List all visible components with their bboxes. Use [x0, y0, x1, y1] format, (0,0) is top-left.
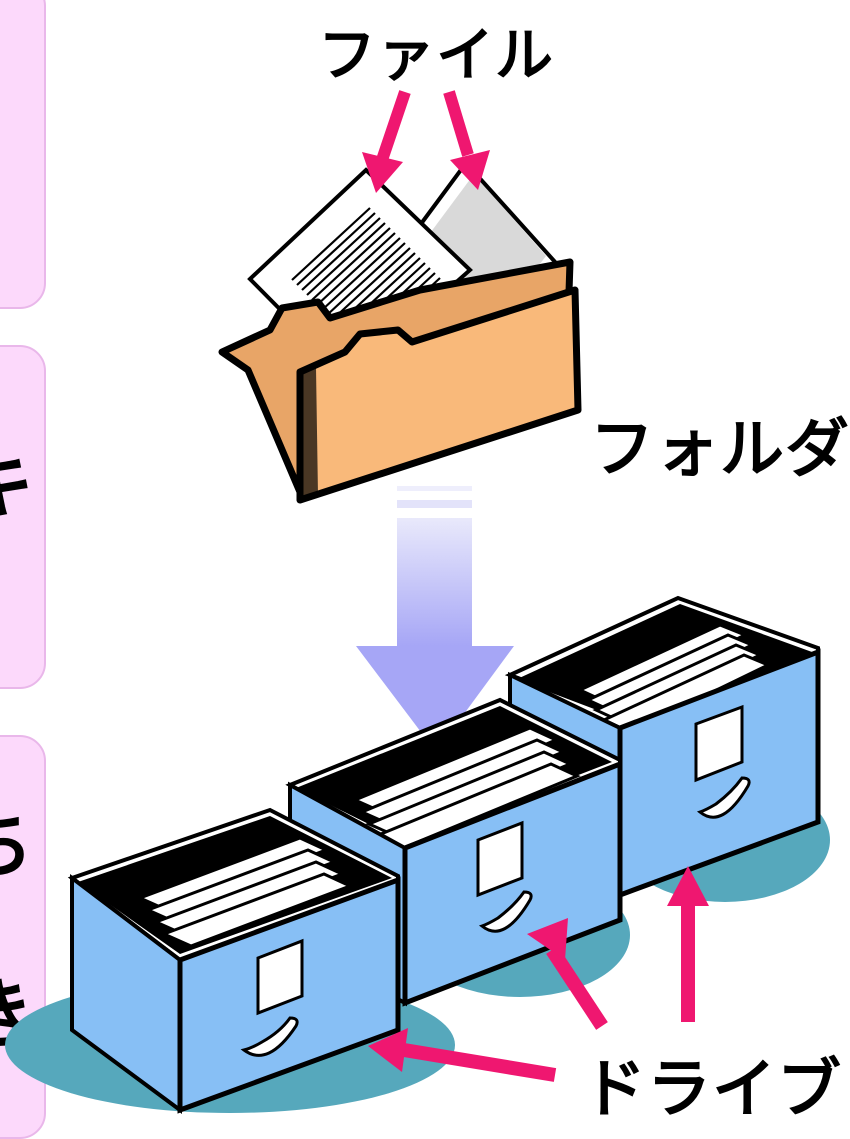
side-panel-top	[0, 0, 46, 309]
side-panel-middle: キ	[0, 345, 46, 689]
pointer-arrows	[362, 90, 709, 1082]
down-arrow-icon	[356, 486, 514, 752]
file-cabinet-icon	[67, 807, 401, 1114]
file-label: ファイル	[318, 21, 555, 89]
drive-label: ドライブ	[582, 1052, 842, 1127]
side-panel-text: キ	[0, 447, 34, 523]
folder-label: フォルダ	[590, 412, 850, 487]
folder-icon	[218, 258, 582, 504]
side-panel-text: ち	[0, 807, 34, 883]
storage-hierarchy-illustration	[5, 90, 830, 1114]
